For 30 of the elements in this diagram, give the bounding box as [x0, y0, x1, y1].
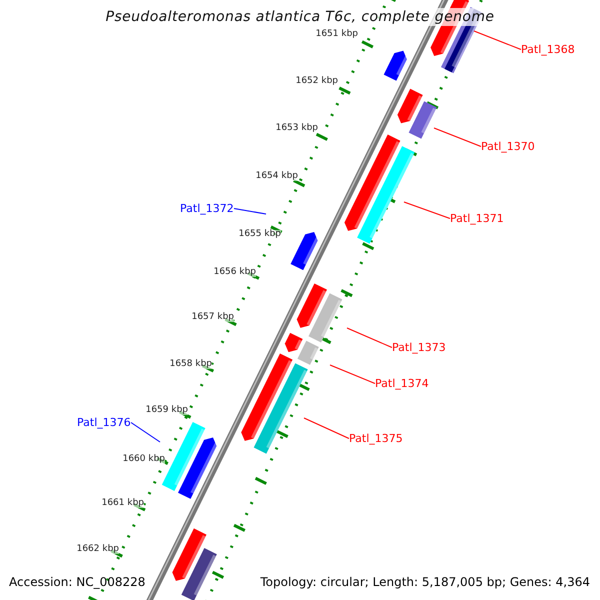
- scale-label: 1660 kbp: [122, 455, 165, 464]
- leader-line: [304, 418, 350, 439]
- leader-line: [434, 128, 482, 147]
- leader-line: [330, 364, 376, 384]
- leader-line: [234, 208, 266, 214]
- leader-line: [346, 328, 392, 348]
- gene-label: Patl_1371: [450, 213, 504, 224]
- leader-line: [474, 30, 522, 50]
- leader-line: [404, 202, 450, 219]
- gene-label: Patl_1368: [521, 44, 575, 55]
- genome-info-text: Topology: circular; Length: 5,187,005 bp; Genes: 4,364: [260, 576, 590, 588]
- scale-label: 1656 kbp: [214, 268, 256, 277]
- leader-line: [130, 422, 160, 442]
- scale-label: 1651 kbp: [316, 30, 358, 39]
- scale-label: 1652 kbp: [296, 77, 338, 86]
- gene-label: Patl_1375: [349, 433, 403, 444]
- scale-label: 1653 kbp: [276, 124, 318, 133]
- scale-label: 1655 kbp: [238, 230, 281, 239]
- scale-label: 1661 kbp: [102, 499, 144, 508]
- scale-label: 1662 kbp: [76, 545, 119, 554]
- accession-text: Accession: NC_008228: [9, 576, 146, 588]
- scale-label: 1659 kbp: [146, 406, 188, 415]
- gene-label: Patl_1373: [392, 342, 446, 353]
- gene-label: Patl_1374: [375, 378, 429, 389]
- gene-label: Patl_1372: [180, 203, 234, 214]
- gene-label: Patl_1376: [77, 417, 131, 428]
- gene-label: Patl_1370: [481, 141, 535, 152]
- scale-label: 1657 kbp: [192, 313, 234, 322]
- scale-label: 1658 kbp: [170, 360, 212, 369]
- scale-label: 1654 kbp: [256, 172, 298, 181]
